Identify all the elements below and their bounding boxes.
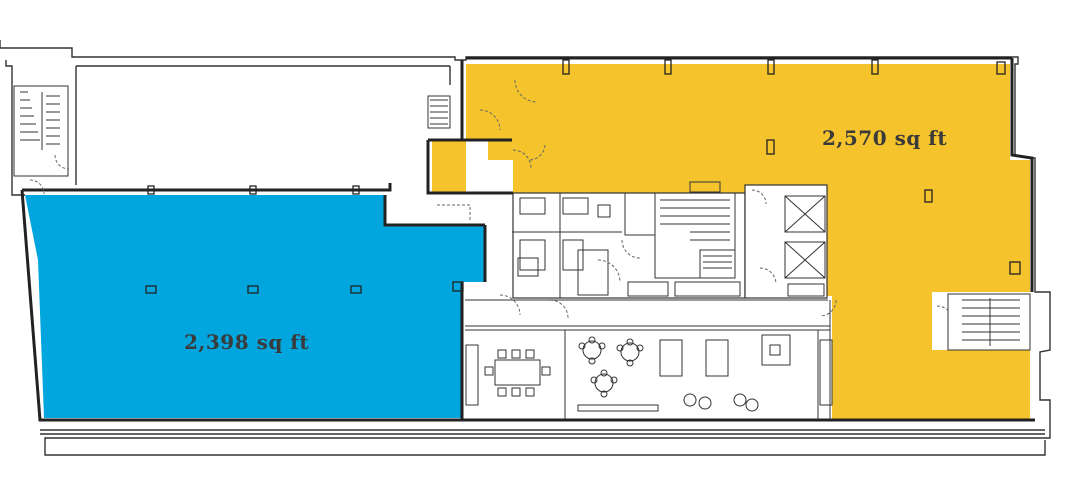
meeting-room-furniture (465, 344, 551, 406)
yellow-area-label: 2,570 sq ft (822, 126, 948, 150)
stair-small (427, 95, 451, 129)
lounge-furniture (577, 334, 833, 412)
blue-tenant-area (25, 195, 485, 418)
stair-right (947, 293, 1031, 351)
corridor (465, 299, 831, 420)
door-swings (29, 79, 954, 323)
blue-area-label: 2,398 sq ft (184, 330, 310, 354)
walls (20, 56, 1035, 422)
columns (145, 59, 1021, 294)
core-details (512, 181, 826, 298)
yellow-tenant-area (432, 64, 1030, 420)
stair-top-left (13, 85, 69, 177)
